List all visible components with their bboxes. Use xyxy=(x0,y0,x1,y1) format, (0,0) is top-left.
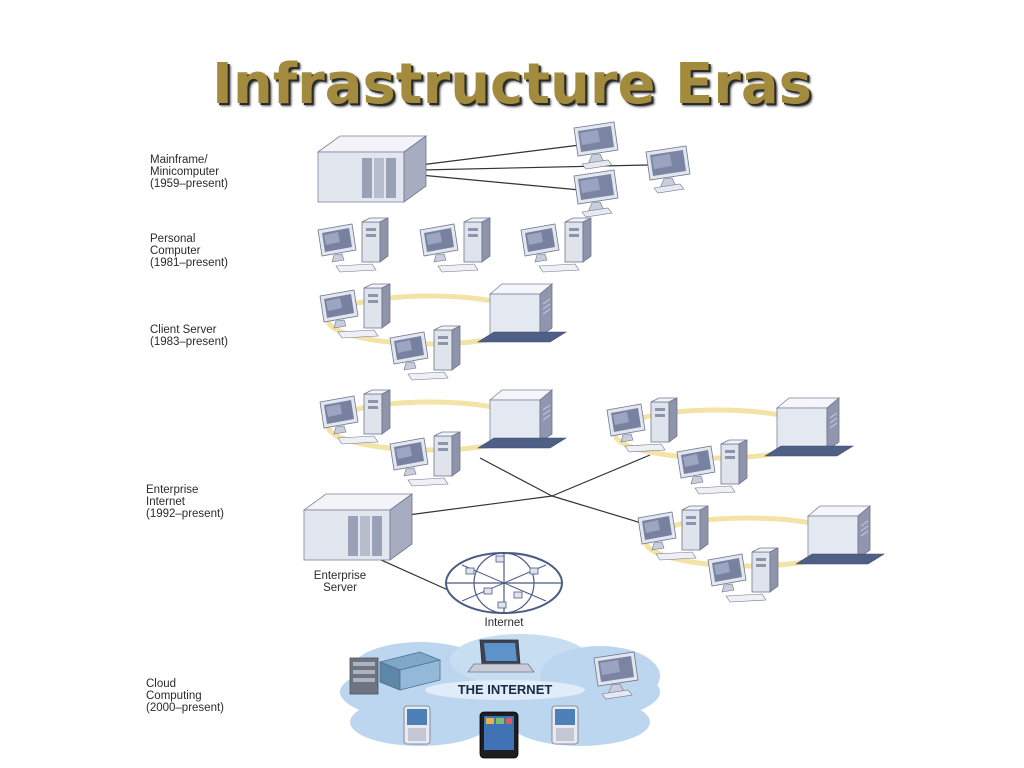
connection-line xyxy=(419,164,649,171)
era-label-enterprise-internet: Enterprise Internet (1992–present) xyxy=(146,484,224,520)
era-label-line: (1983–present) xyxy=(150,336,228,348)
era-label-line: Client Server xyxy=(150,324,217,336)
connection-line xyxy=(479,457,553,497)
connection-line xyxy=(551,495,649,526)
personal-computer-icon xyxy=(317,217,389,273)
server-rack-icon xyxy=(349,651,442,695)
internet-label: Internet xyxy=(484,617,524,629)
laptop-icon xyxy=(467,639,535,673)
era-label-personal-computer: Personal Computer (1981–present) xyxy=(150,233,228,269)
mainframe-icon xyxy=(317,135,427,203)
era-label-client-server: Client Server (1983–present) xyxy=(150,324,228,348)
enterprise-server-icon xyxy=(303,493,413,561)
era-label-line: (1981–present) xyxy=(150,257,228,269)
enterprise-server-label-line: Enterprise xyxy=(313,570,367,582)
era-label-line: Personal xyxy=(150,233,196,245)
smartphone-icon xyxy=(403,705,431,745)
connection-line xyxy=(419,174,581,191)
mainframe-era-group xyxy=(317,121,691,218)
cloud-computing-era-group: THE INTERNET xyxy=(340,634,660,759)
terminal-monitor-icon xyxy=(645,145,691,194)
client-server-cluster-icon xyxy=(320,284,566,380)
era-label-cloud-computing: Cloud Computing (2000–present) xyxy=(146,678,224,714)
connection-line xyxy=(551,454,651,497)
enterprise-internet-era-group xyxy=(303,390,884,614)
client-server-cluster-icon xyxy=(607,398,853,494)
era-label-mainframe: Mainframe/ Minicomputer (1959–present) xyxy=(150,154,228,190)
era-label-line: Computing xyxy=(146,690,202,702)
page-title: Infrastructure Eras xyxy=(212,52,812,117)
cloud-internet-label: THE INTERNET xyxy=(458,682,553,697)
personal-computer-icon xyxy=(520,217,592,273)
personal-computer-era-group xyxy=(317,217,592,273)
era-label-line: Enterprise xyxy=(146,484,199,496)
terminal-monitor-icon xyxy=(573,121,619,170)
era-label-line: (1959–present) xyxy=(150,178,228,190)
smartphone-icon xyxy=(551,705,579,745)
era-label-line: Minicomputer xyxy=(150,166,220,178)
enterprise-server-label-line: Server xyxy=(323,582,357,594)
era-label-line: Internet xyxy=(146,496,185,508)
enterprise-server-label: Enterprise Server xyxy=(300,570,380,594)
client-server-cluster-icon xyxy=(638,506,884,602)
era-label-line: (2000–present) xyxy=(146,702,224,714)
era-label-line: Mainframe/ xyxy=(150,154,208,166)
era-label-line: Computer xyxy=(150,245,201,257)
personal-computer-icon xyxy=(419,217,491,273)
era-label-line: (1992–present) xyxy=(146,508,224,520)
terminal-monitor-icon xyxy=(573,169,619,218)
client-server-era-group xyxy=(320,284,566,380)
touch-phone-icon xyxy=(479,711,519,759)
era-label-line: Cloud xyxy=(146,678,177,690)
client-server-cluster-icon xyxy=(320,390,566,486)
connection-line xyxy=(369,554,449,591)
connection-line xyxy=(407,495,553,516)
internet-globe-icon xyxy=(445,552,563,614)
connection-line xyxy=(419,144,581,166)
